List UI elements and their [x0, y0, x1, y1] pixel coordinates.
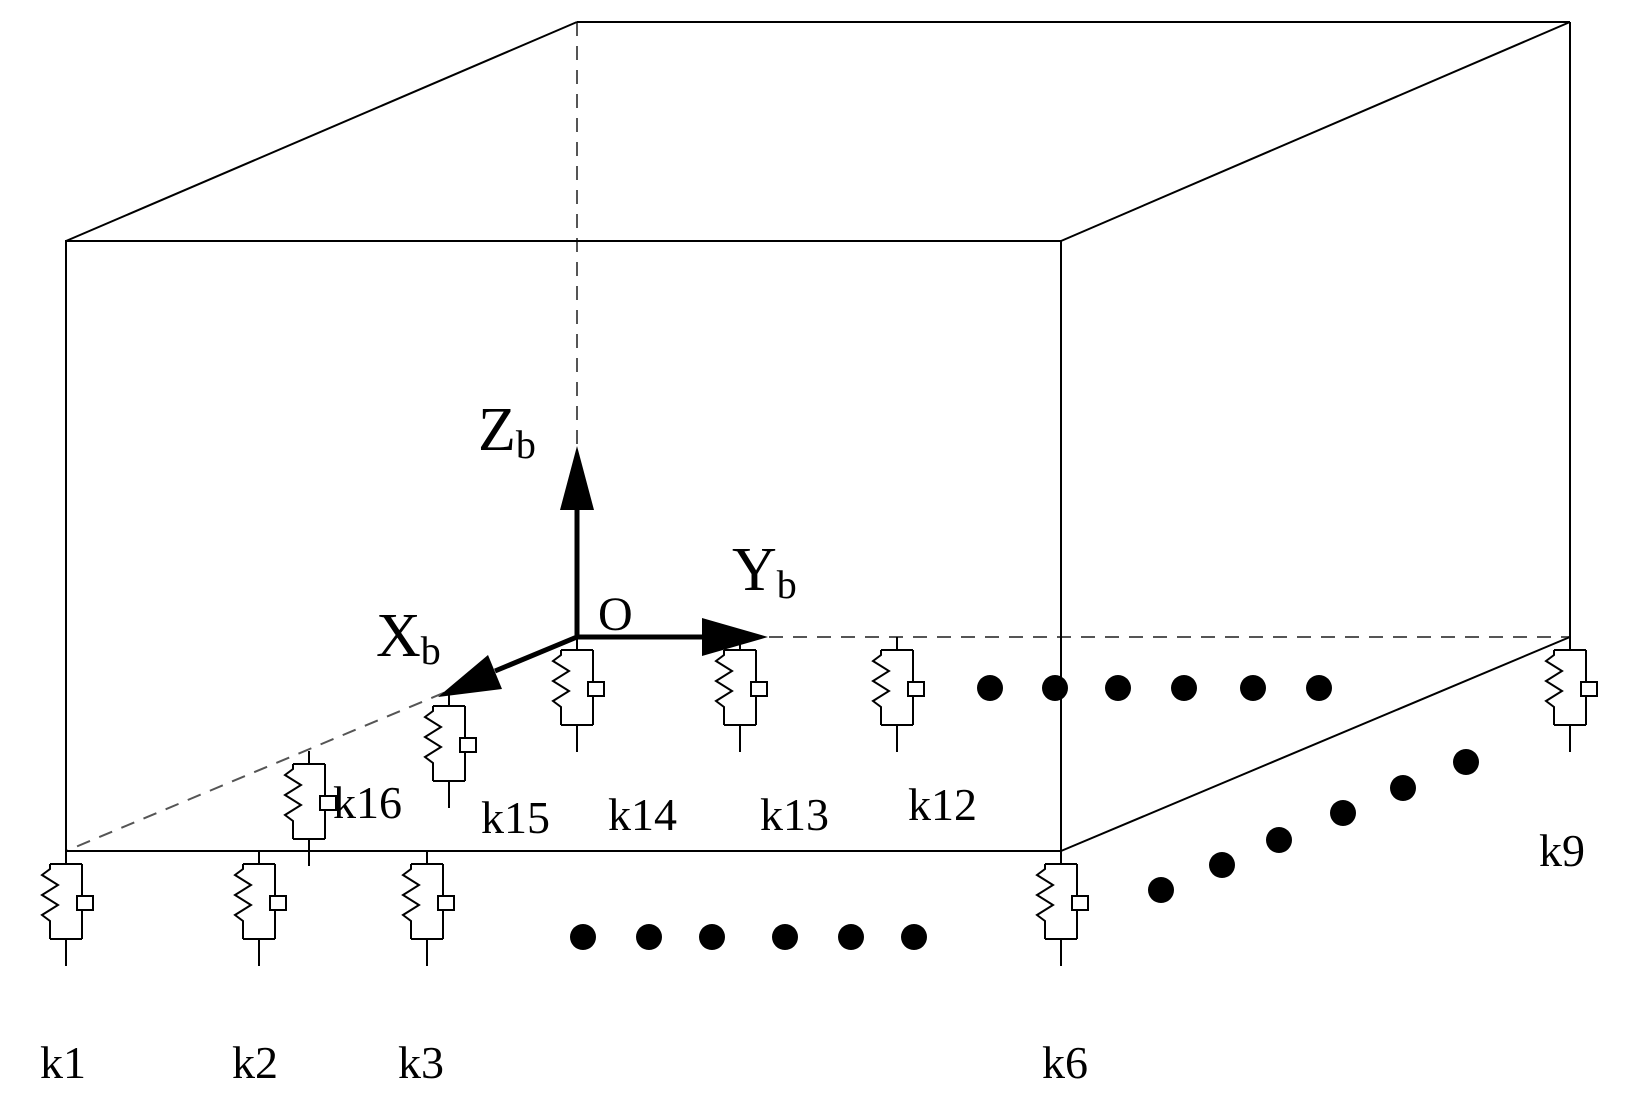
box-bottom-right-edge	[1060, 636, 1571, 852]
ellipsis-dot	[1390, 775, 1416, 801]
label-k15: k15	[481, 792, 550, 843]
ellipsis-dot	[1209, 852, 1235, 878]
ellipsis-dot	[1266, 827, 1292, 853]
coordinate-axes	[438, 446, 768, 697]
support-labels: k1 k2 k3 k6 k9 k12 k13 k14 k15 k16	[40, 777, 1585, 1088]
ellipsis-dot	[1330, 800, 1356, 826]
label-k6: k6	[1042, 1037, 1088, 1088]
ellipsis-dot	[1240, 675, 1266, 701]
ellipsis-dot	[772, 924, 798, 950]
omitted-supports-dots-right	[1148, 749, 1479, 903]
ellipsis-dot	[1453, 749, 1479, 775]
support-k1	[41, 850, 94, 967]
ellipsis-dot	[570, 924, 596, 950]
box-top-left-edge	[65, 21, 578, 242]
ellipsis-dot	[636, 924, 662, 950]
label-k16: k16	[333, 777, 402, 828]
omitted-supports-dots-back	[977, 675, 1332, 701]
hidden-edge-left-bottom	[65, 636, 578, 852]
x-axis-label: Xb	[376, 602, 441, 673]
z-axis-arrowhead	[560, 446, 594, 510]
ellipsis-dot	[1105, 675, 1131, 701]
support-k9	[1545, 636, 1598, 753]
ellipsis-dot	[1148, 877, 1174, 903]
ellipsis-dot	[1171, 675, 1197, 701]
label-k1: k1	[40, 1037, 86, 1088]
support-k13	[715, 636, 768, 753]
ellipsis-dot	[1042, 675, 1068, 701]
label-k14: k14	[608, 789, 677, 840]
ellipsis-dot	[977, 675, 1003, 701]
box-visible-edges	[65, 21, 1571, 852]
z-axis-label: Zb	[478, 396, 536, 467]
box-hidden-edges	[65, 22, 1570, 852]
box-top-right-edge	[1060, 21, 1571, 242]
support-k3	[402, 850, 455, 967]
ellipsis-dot	[699, 924, 725, 950]
y-axis-arrowhead	[702, 618, 768, 656]
support-k12	[872, 636, 925, 753]
box-front-face	[65, 240, 1062, 852]
support-k14	[552, 636, 605, 753]
support-k16	[284, 750, 337, 867]
support-k15	[424, 692, 477, 809]
label-k3: k3	[398, 1037, 444, 1088]
ellipsis-dot	[1306, 675, 1332, 701]
label-k13: k13	[760, 789, 829, 840]
x-axis-shaft	[494, 634, 578, 674]
label-k12: k12	[908, 779, 977, 830]
label-k9: k9	[1539, 825, 1585, 876]
origin-label: O	[598, 588, 633, 641]
ellipsis-dot	[901, 924, 927, 950]
omitted-supports-dots-front	[570, 924, 927, 950]
support-k6	[1036, 850, 1089, 967]
ellipsis-dot	[838, 924, 864, 950]
x-axis-arrowhead	[438, 655, 502, 697]
y-axis-label: Yb	[732, 536, 797, 607]
support-k2	[234, 850, 287, 967]
label-k2: k2	[232, 1037, 278, 1088]
